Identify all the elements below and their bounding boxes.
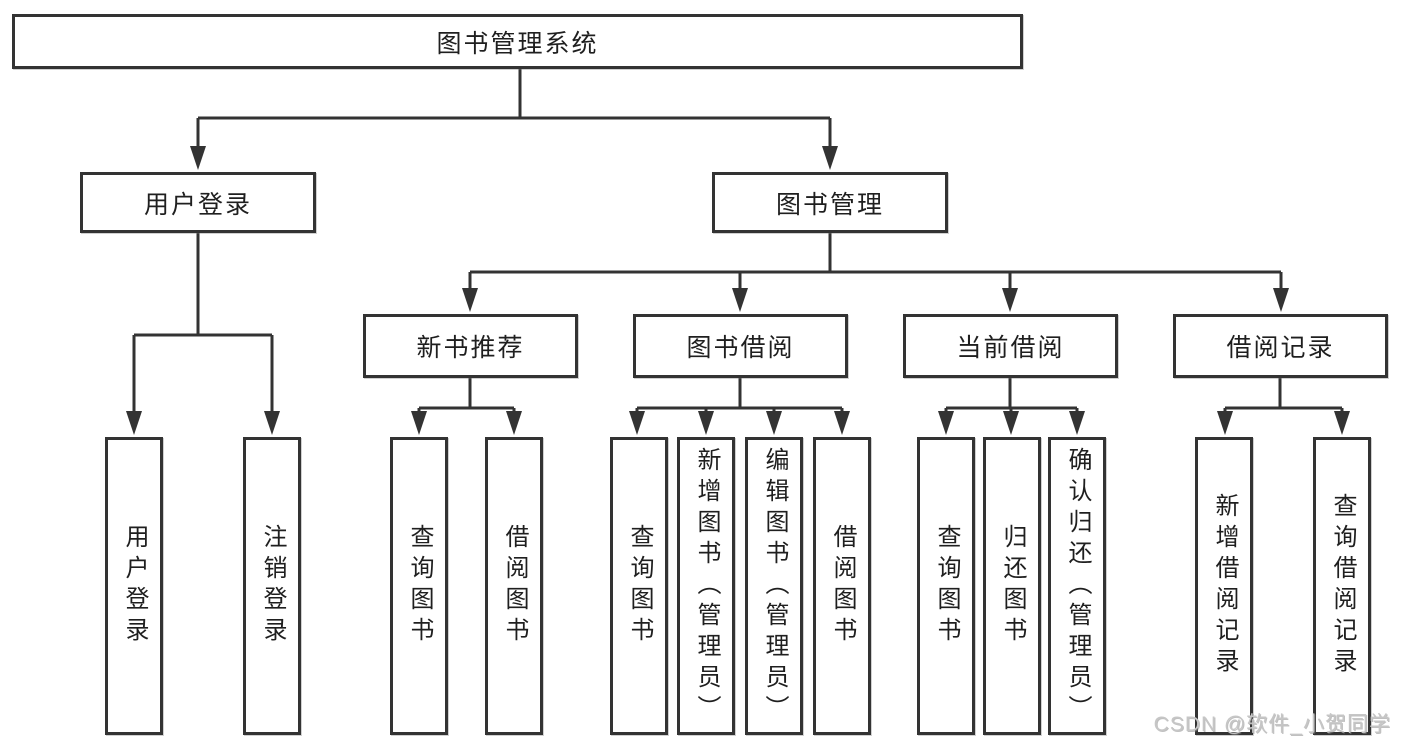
arrowhead-icon [698,411,714,435]
connector-current-borrow [944,378,1079,414]
node-root-library-system: 图书管理系统 [12,14,1023,69]
arrowhead-icon [732,288,748,312]
arrowhead-icon [766,411,782,435]
arrowhead-icon [126,411,142,435]
arrowhead-icon [822,146,838,170]
arrowhead-icon [190,146,206,170]
leaf-confirm-return-admin: 确认归还（管理员） [1048,437,1106,735]
arrowhead-icon [1273,288,1289,312]
connector-book-management [468,233,1283,292]
connector-borrow-record [1223,378,1344,414]
leaf-logout: 注销登录 [243,437,301,735]
leaf-return-book: 归还图书 [983,437,1041,735]
node-current-borrow: 当前借阅 [903,314,1118,378]
node-book-management: 图书管理 [712,172,948,233]
arrowhead-icon [1002,288,1018,312]
leaf-query-borrow-record: 查询借阅记录 [1313,437,1371,735]
connector-book-borrow [635,378,844,414]
arrowhead-icon [1334,411,1350,435]
leaf-query-book: 查询图书 [610,437,668,735]
node-borrow-record: 借阅记录 [1173,314,1388,378]
leaf-add-borrow-record: 新增借阅记录 [1195,437,1253,735]
arrowhead-icon [834,411,850,435]
arrowhead-icon [506,411,522,435]
leaf-borrow-book: 借阅图书 [813,437,871,735]
arrowhead-icon [411,411,427,435]
csdn-watermark: CSDN @软件_小贺同学 [1153,713,1391,736]
arrowhead-icon [938,411,954,435]
leaf-borrow-book: 借阅图书 [485,437,543,735]
leaf-query-book: 查询图书 [390,437,448,735]
connector-root [196,69,832,150]
arrowhead-icon [1003,411,1019,435]
leaf-add-book-admin: 新增图书（管理员） [677,437,735,735]
arrowhead-icon [629,411,645,435]
node-user-login: 用户登录 [80,172,316,233]
node-new-book-recommend: 新书推荐 [363,314,578,378]
leaf-user-login: 用户登录 [105,437,163,735]
node-book-borrow: 图书借阅 [633,314,848,378]
arrowhead-icon [1069,411,1085,435]
leaf-query-book: 查询图书 [917,437,975,735]
arrowhead-icon [264,411,280,435]
arrowhead-icon [1217,411,1233,435]
leaf-edit-book-admin: 编辑图书（管理员） [745,437,803,735]
connector-new-book [417,378,516,414]
arrowhead-icon [462,288,478,312]
connector-user-login [132,233,274,415]
